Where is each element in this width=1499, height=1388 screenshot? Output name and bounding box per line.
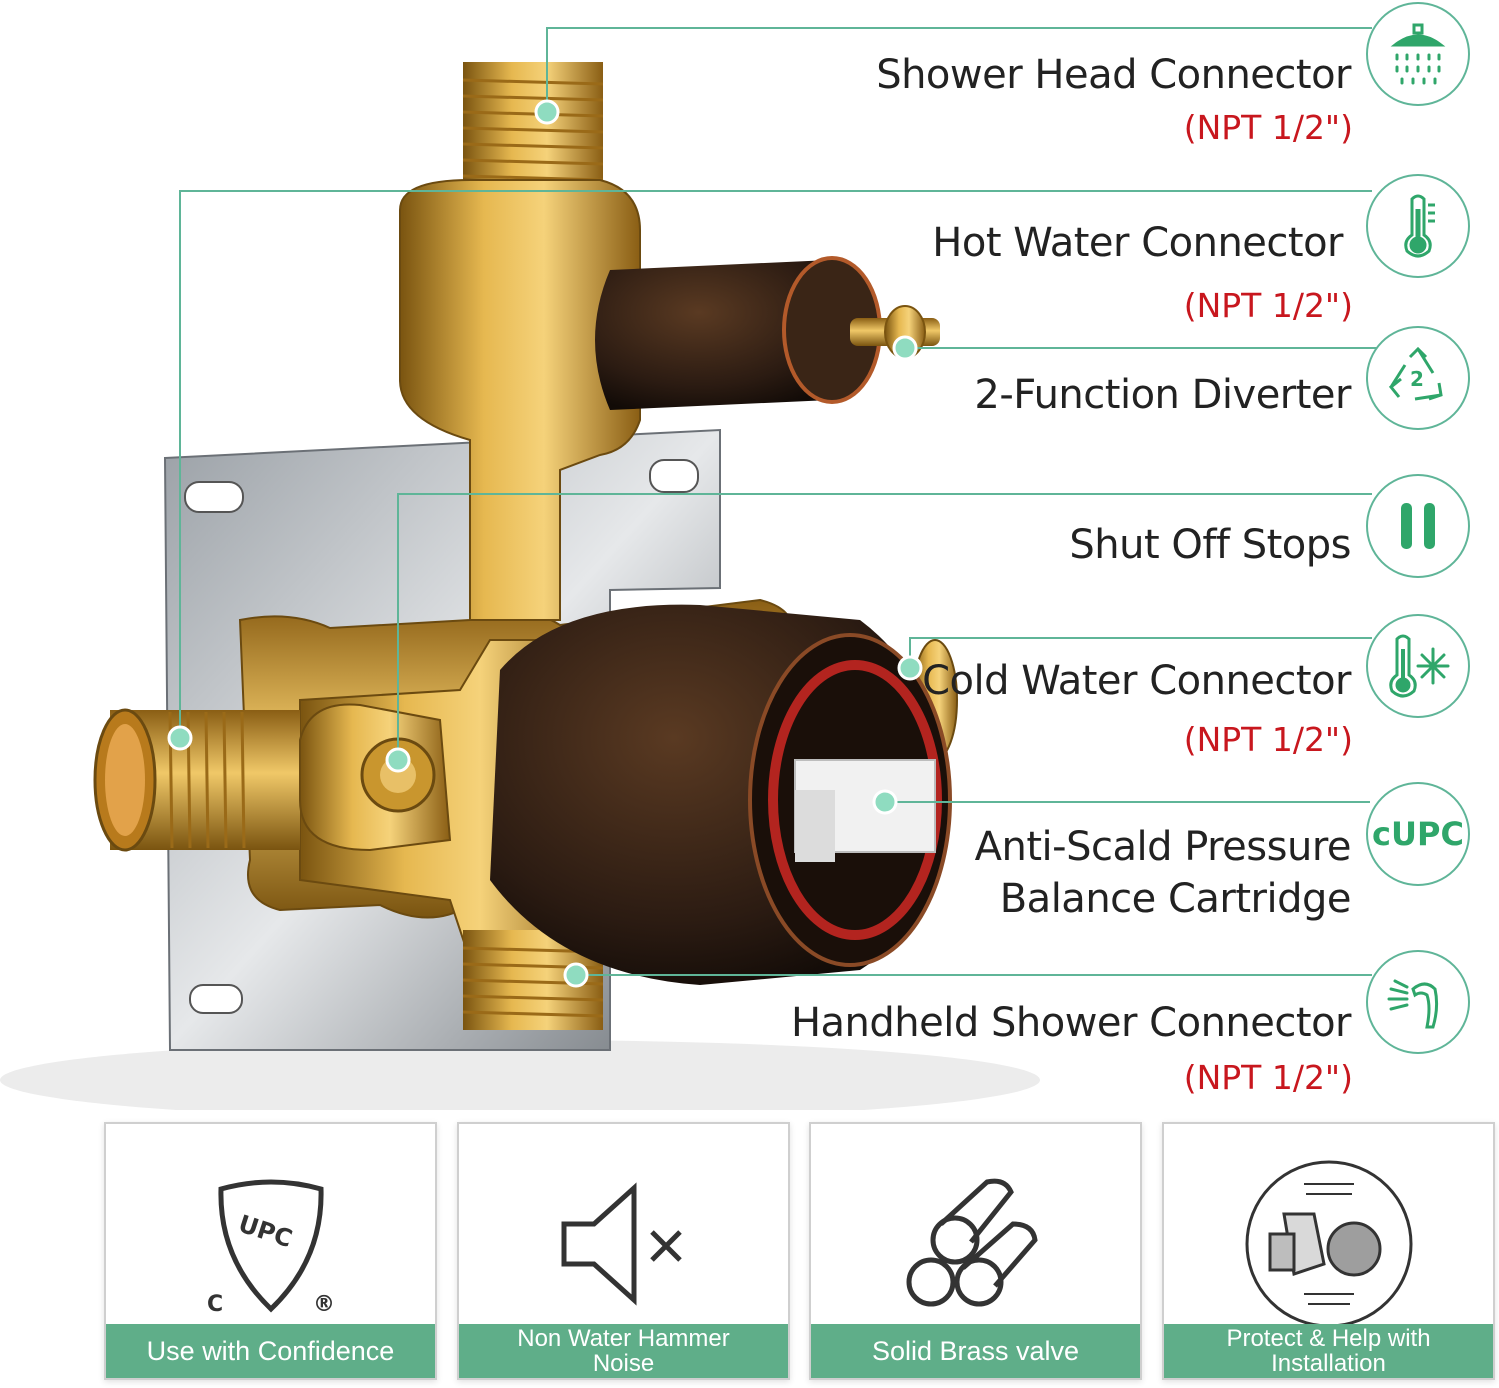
callout-handheld-spec: (NPT 1/2") — [1183, 1058, 1353, 1097]
shut-off-stop — [299, 703, 452, 852]
callout-cold-water-title: Cold Water Connector — [922, 658, 1351, 704]
feature-label-line1: Protect & Help with — [1226, 1325, 1431, 1352]
callout-hot-water-title: Hot Water Connector — [932, 220, 1343, 266]
shower-head-icon — [1366, 2, 1470, 106]
valve-upper-body — [399, 179, 641, 621]
floor-shadow — [0, 1040, 1040, 1110]
svg-text:®: ® — [313, 1292, 335, 1317]
upc-shield-icon: UPC C ® — [106, 1154, 435, 1334]
callout-hot-water-spec: (NPT 1/2") — [1183, 286, 1353, 325]
callout-cartridge-title-1: Anti-Scald Pressure — [974, 824, 1352, 870]
callout-shower-head-spec: (NPT 1/2") — [1183, 108, 1353, 147]
feature-label-line1: Non Water Hammer — [517, 1325, 730, 1352]
thermometer-icon — [1366, 174, 1470, 278]
leader-lines — [179, 27, 1380, 976]
feature-card-solid-brass: Solid Brass valve — [809, 1122, 1142, 1380]
valve-illustration — [0, 27, 1380, 1110]
cold-thermometer-icon — [1366, 614, 1470, 718]
svg-text:2: 2 — [1410, 367, 1424, 391]
pause-icon — [1366, 474, 1470, 578]
cupc-badge-text: cUPC — [1372, 815, 1464, 853]
leader-dots — [167, 99, 923, 988]
callout-diverter-title: 2-Function Diverter — [974, 372, 1351, 418]
svg-text:UPC: UPC — [235, 1210, 296, 1254]
svg-text:C: C — [207, 1292, 223, 1317]
cartridge-housing — [490, 604, 952, 985]
handheld-shower-icon — [1366, 950, 1470, 1054]
feature-label-confidence: Use with Confidence — [106, 1324, 435, 1378]
feature-card-confidence: UPC C ® Use with Confidence — [104, 1122, 437, 1380]
callout-cartridge-title-2: Balance Cartridge — [999, 876, 1352, 922]
feature-label-line2: Noise — [592, 1350, 655, 1377]
callout-shower-head-title: Shower Head Connector — [876, 52, 1351, 98]
feature-label-line2: Installation — [1271, 1350, 1386, 1377]
plaster-guard-icon — [1164, 1154, 1493, 1334]
diverter-cylinder — [595, 256, 940, 410]
cupc-badge: cUPC — [1366, 782, 1470, 886]
recycle-2-icon: 2 — [1366, 326, 1470, 430]
brass-rods-icon — [811, 1154, 1140, 1334]
callout-shut-off-title: Shut Off Stops — [1069, 522, 1351, 568]
callout-handheld-title: Handheld Shower Connector — [790, 1000, 1352, 1046]
left-inlet — [93, 708, 300, 852]
feature-label-solid-brass: Solid Brass valve — [811, 1324, 1140, 1378]
speaker-muted-icon — [459, 1154, 788, 1334]
callout-cold-water-spec: (NPT 1/2") — [1183, 720, 1353, 759]
